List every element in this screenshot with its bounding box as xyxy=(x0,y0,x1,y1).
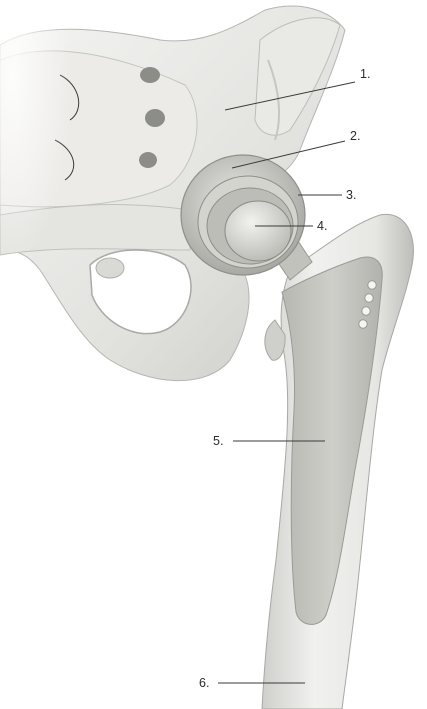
stem-hole xyxy=(362,307,370,315)
sacral-foramen xyxy=(145,109,165,127)
stem-hole xyxy=(359,320,367,328)
callout-4: 4. xyxy=(317,219,327,233)
stem-hole xyxy=(365,294,373,302)
stem-hole xyxy=(368,281,376,289)
callout-3: 3. xyxy=(346,188,356,202)
acetabular-component xyxy=(181,155,305,275)
callout-2: 2. xyxy=(350,129,360,143)
callout-5: 5. xyxy=(213,434,223,448)
callout-6: 6. xyxy=(199,676,209,690)
callout-1: 1. xyxy=(360,67,370,81)
femoral-head xyxy=(225,201,291,261)
sacral-foramen xyxy=(140,67,160,83)
sacral-foramen xyxy=(139,152,157,168)
